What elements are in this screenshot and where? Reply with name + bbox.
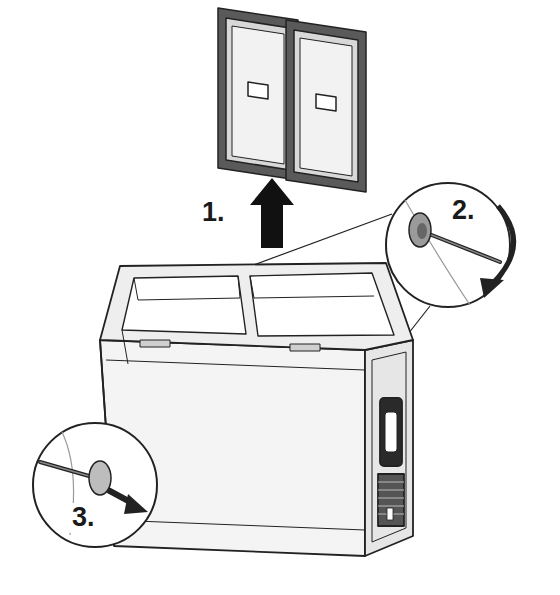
callout-number: 3. xyxy=(70,503,97,533)
detail-circle-2 xyxy=(386,183,514,307)
callout-number: 2. xyxy=(450,196,477,226)
detail-circle-3 xyxy=(33,423,157,547)
lift-arrow xyxy=(250,178,294,248)
lids xyxy=(218,8,366,192)
callout-number: 1. xyxy=(200,198,227,228)
cooler-body xyxy=(100,263,413,556)
